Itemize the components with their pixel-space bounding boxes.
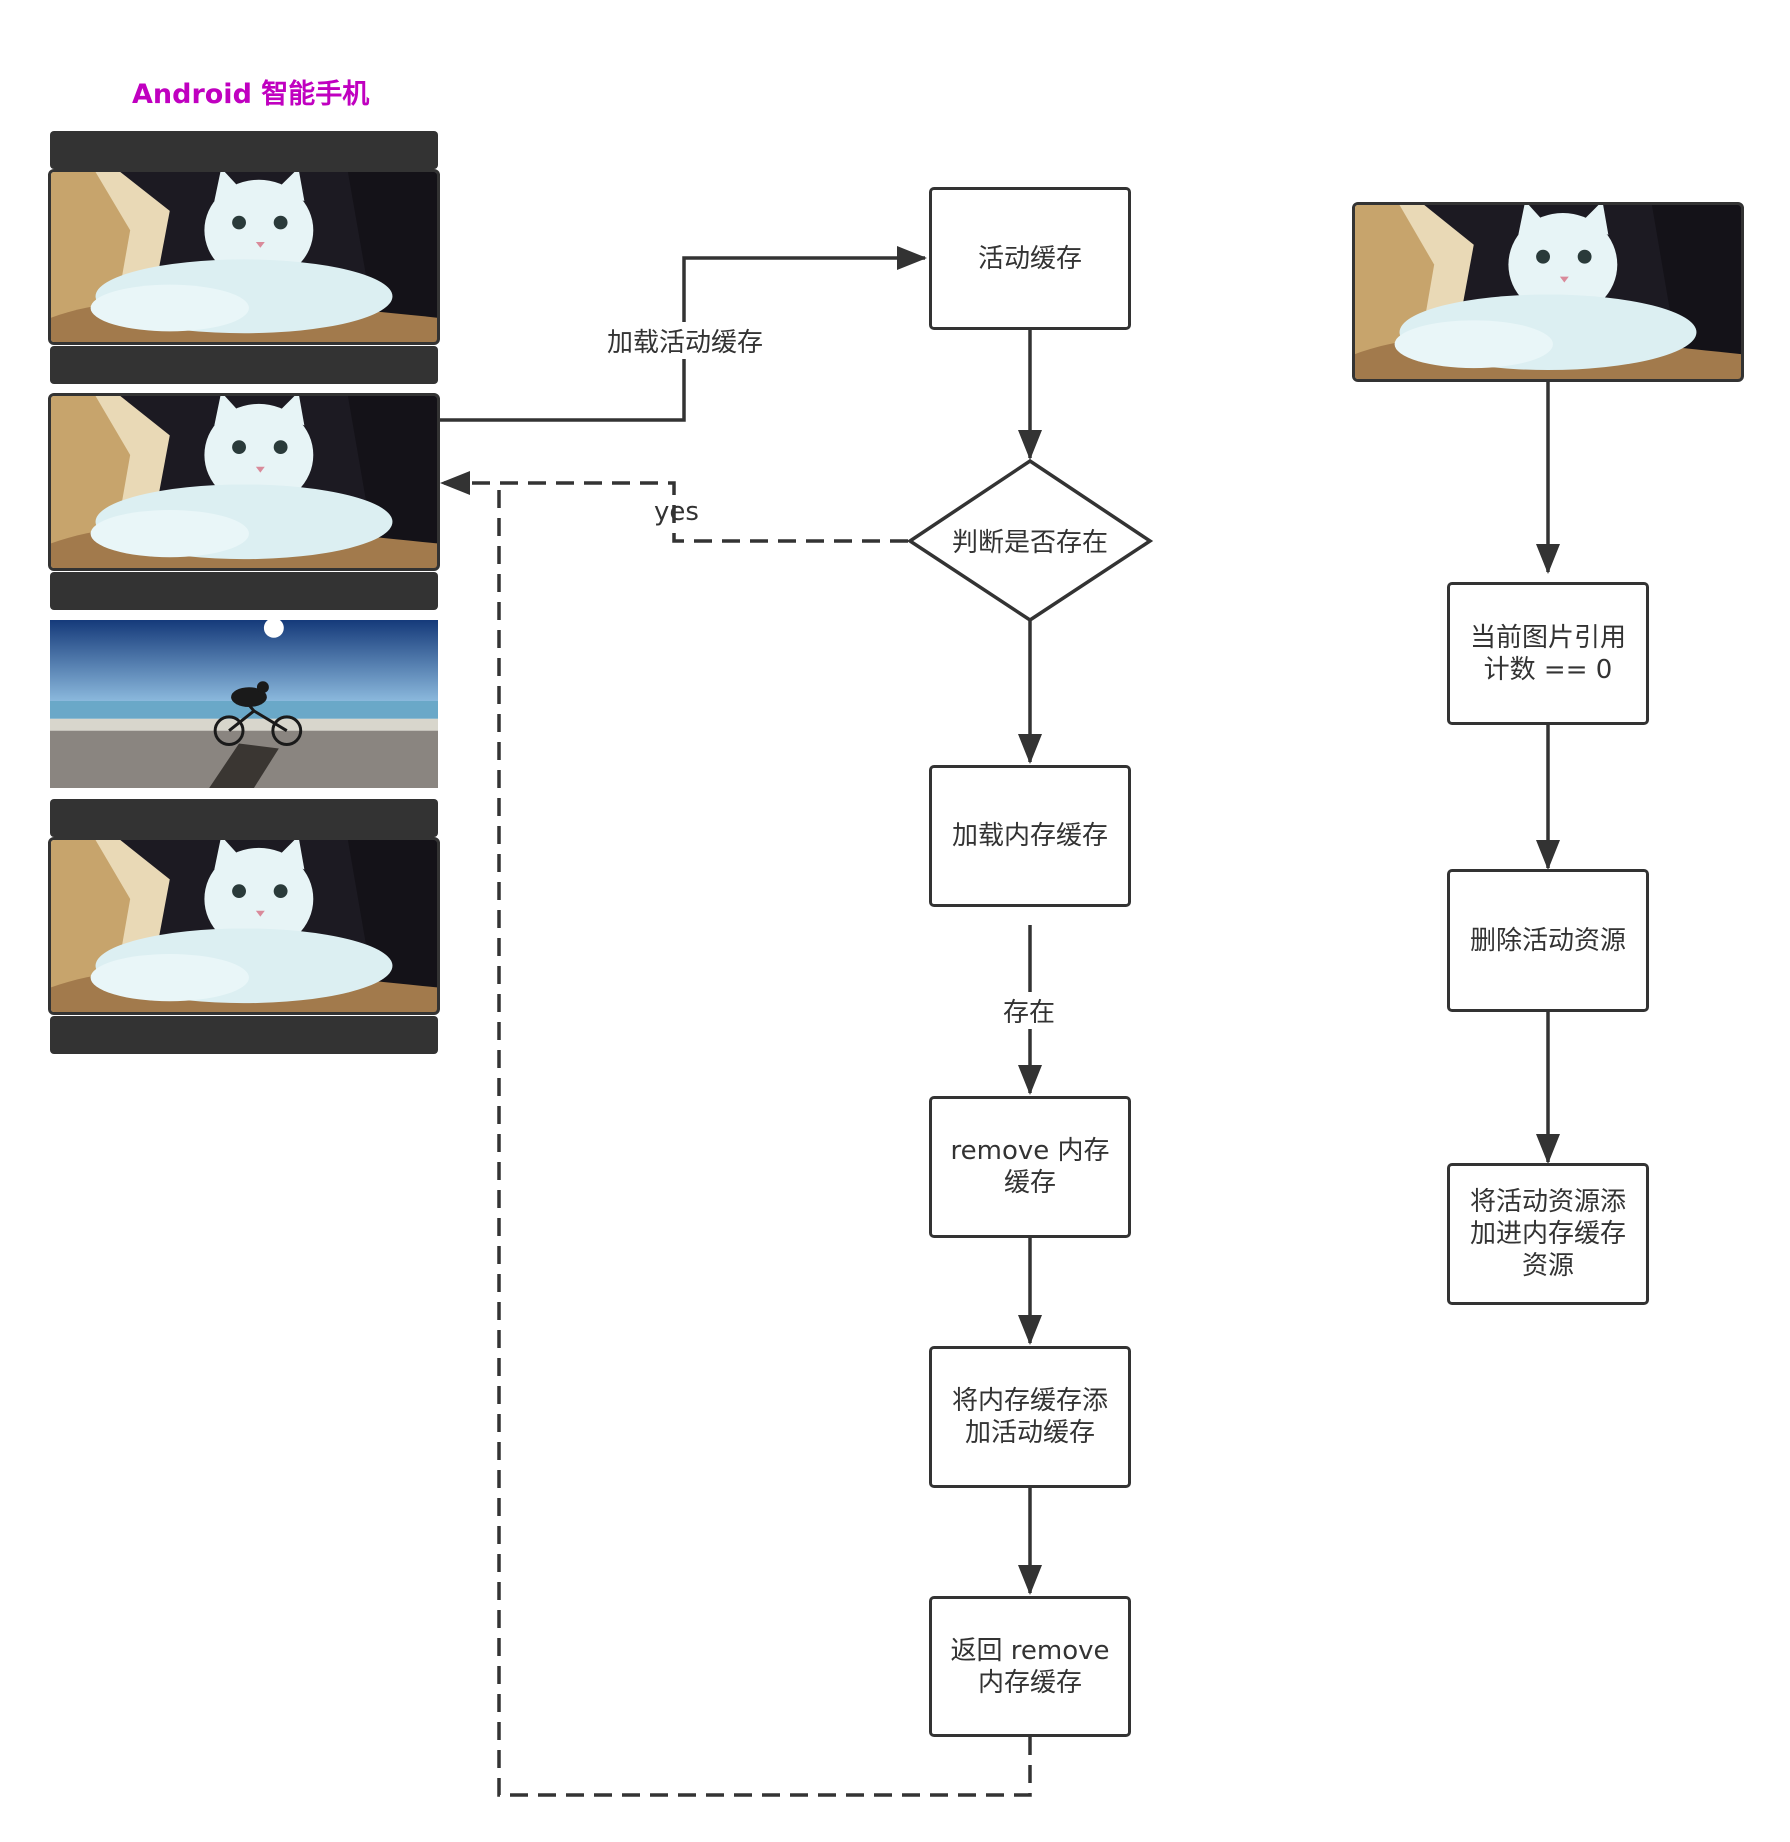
node-active-cache-label: 活动缓存 — [977, 243, 1082, 274]
node-add-to-active-cache: 将内存缓存添 加活动缓存 — [929, 1346, 1131, 1488]
node-add-active-to-memory-label: 将活动资源添 加进内存缓存 资源 — [1469, 1187, 1626, 1281]
node-remove-memory-cache: remove 内存 缓存 — [929, 1096, 1131, 1238]
edge-yes-to-phone — [440, 471, 908, 543]
cat-photo — [48, 393, 440, 571]
phone-bottom-bar — [50, 572, 438, 610]
node-delete-active-resource: 删除活动资源 — [1447, 869, 1649, 1012]
node-active-cache: 活动缓存 — [929, 187, 1131, 330]
node-ref-count-zero-label: 当前图片引用 计数 == 0 — [1469, 622, 1626, 685]
node-remove-memory-cache-label: remove 内存 缓存 — [950, 1136, 1110, 1198]
phone-bottom-bar — [50, 1016, 438, 1054]
node-load-memory-cache-label: 加载内存缓存 — [951, 821, 1108, 851]
edge-label-load-active-cache: 加载活动缓存 — [604, 322, 767, 359]
phone-bottom-bar — [50, 346, 438, 384]
cat-photo — [1352, 202, 1744, 382]
edge-label-yes: yes — [654, 497, 699, 527]
cat-photo — [48, 169, 440, 345]
node-ref-count-zero: 当前图片引用 计数 == 0 — [1447, 582, 1649, 725]
node-return-remove-label: 返回 remove 内存缓存 — [950, 1635, 1110, 1698]
phone-top-bar — [50, 799, 438, 837]
node-add-to-active-cache-label: 将内存缓存添 加活动缓存 — [951, 1386, 1108, 1448]
cat-photo — [48, 837, 440, 1015]
diagram-title: Android 智能手机 — [132, 79, 370, 110]
phone-top-bar — [50, 131, 438, 169]
edge-label-exists: 存在 — [1000, 992, 1059, 1029]
node-delete-active-resource-label: 删除活动资源 — [1469, 925, 1626, 956]
node-load-memory-cache: 加载内存缓存 — [929, 765, 1131, 907]
edge-return-to-phone — [497, 483, 1032, 1797]
decision-label: 判断是否存在 — [951, 527, 1108, 558]
node-add-active-to-memory: 将活动资源添 加进内存缓存 资源 — [1447, 1163, 1649, 1305]
node-return-remove: 返回 remove 内存缓存 — [929, 1596, 1131, 1737]
cyclist-beach-photo — [50, 620, 438, 788]
decision-diamond — [906, 458, 1154, 623]
